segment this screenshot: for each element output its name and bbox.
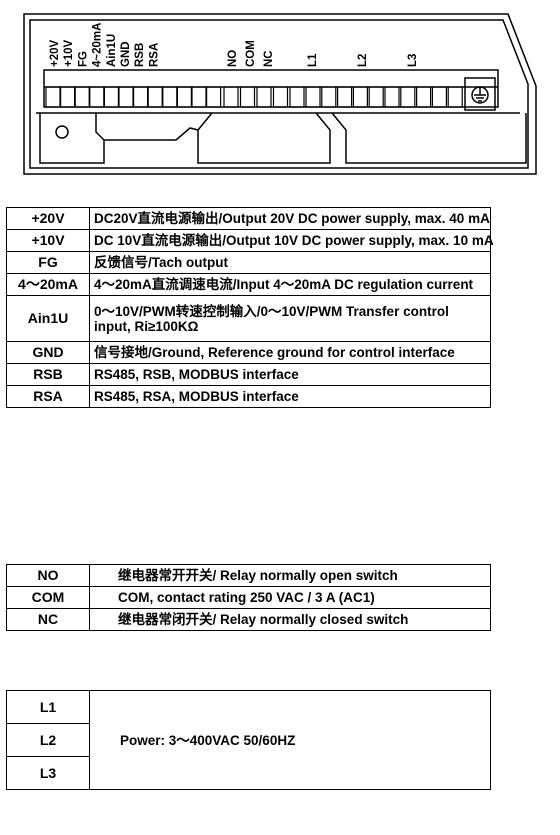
- terminal-label-7: RSA: [148, 43, 160, 67]
- relay-terminal-label-2: NC: [263, 50, 275, 67]
- terminal-label-0: +20V: [49, 39, 61, 67]
- terminal-slot: [89, 86, 105, 108]
- plug-module-left: [39, 113, 105, 164]
- terminal-label-4: Ain1U: [106, 34, 118, 67]
- terminal-description: DC20V直流电源输出/Output 20V DC power supply, …: [89, 207, 491, 230]
- terminal-description: RS485, RSA, MODBUS interface: [89, 385, 491, 408]
- terminal-description: 0～10V/PWM转速控制输入/0～10V/PWM Transfer contr…: [89, 295, 491, 342]
- terminal-label-1: +10V: [63, 39, 75, 67]
- terminal-name: L2: [6, 723, 90, 757]
- terminal-slot: [133, 86, 149, 108]
- power-terminal-slot: [416, 86, 432, 108]
- power-terminal-slot: [431, 86, 447, 108]
- power-terminal-label-1: L2: [357, 54, 369, 67]
- relay-terminal-slot: [223, 86, 239, 108]
- terminal-slot: [191, 86, 207, 108]
- table-row: L3: [6, 756, 491, 790]
- terminal-label-5: GND: [120, 41, 132, 67]
- terminal-name: RSB: [6, 363, 90, 386]
- terminal-description: DC 10V直流电源输出/Output 10V DC power supply,…: [89, 229, 494, 252]
- power-terminal-slot: [352, 86, 368, 108]
- terminal-slot: [176, 86, 192, 108]
- terminal-name: Ain1U: [6, 295, 90, 342]
- terminal-label-3: 4~20mA: [92, 23, 104, 67]
- power-terminal-slot: [305, 86, 321, 108]
- housing-outline: [23, 13, 537, 175]
- terminal-name: +10V: [6, 229, 90, 252]
- power-terminal-slot: [337, 86, 353, 108]
- mounting-hole: [55, 125, 69, 139]
- power-terminal-slot: [384, 86, 400, 108]
- terminal-name: NO: [6, 564, 90, 587]
- terminal-name: +20V: [6, 207, 90, 230]
- relay-terminal-slot: [239, 86, 256, 108]
- plug-module-middle: [197, 112, 331, 164]
- terminal-description: 4～20mA直流调速电流/Input 4～20mA DC regulation …: [89, 273, 491, 296]
- terminal-label-2: FG: [77, 51, 89, 67]
- terminal-slot: [45, 86, 61, 108]
- relay-terminal-slot: [256, 86, 272, 108]
- terminal-name: L3: [6, 756, 90, 790]
- terminal-slot: [118, 86, 134, 108]
- terminal-name: GND: [6, 341, 90, 364]
- terminal-description: COM, contact rating 250 VAC / 3 A (AC1): [89, 586, 491, 609]
- terminal-name: COM: [6, 586, 90, 609]
- relay-terminal-slot: [272, 86, 289, 108]
- terminal-slot: [147, 86, 163, 108]
- relay-terminal-slot: [289, 86, 305, 108]
- housing-inner-frame: [29, 19, 529, 169]
- terminal-name: FG: [6, 251, 90, 274]
- power-terminal-slot: [400, 86, 416, 108]
- terminal-label-6: RSB: [134, 43, 146, 67]
- terminal-slot: [59, 86, 76, 108]
- terminal-description: 反馈信号/Tach output: [89, 251, 491, 274]
- relay-terminal-label-1: COM: [245, 40, 257, 67]
- power-terminal-label-2: L3: [407, 54, 419, 67]
- terminal-name: L1: [6, 690, 90, 724]
- power-terminal-label-0: L1: [307, 53, 319, 67]
- terminal-description: 信号接地/Ground, Reference ground for contro…: [89, 341, 491, 364]
- terminal-name: RSA: [6, 385, 90, 408]
- plug-module-right: [331, 112, 527, 164]
- protective-earth-icon: [464, 77, 496, 111]
- power-terminal-slot: [368, 86, 384, 108]
- terminal-description: RS485, RSB, MODBUS interface: [89, 363, 491, 386]
- relay-terminal-label-0: NO: [227, 50, 239, 67]
- power-terminal-slot: [321, 86, 337, 108]
- terminal-name: 4～20mA: [6, 273, 90, 296]
- terminal-description: 继电器常开开关/ Relay normally open switch: [89, 564, 491, 587]
- terminal-slot: [74, 86, 90, 108]
- terminal-description: 继电器常闭开关/ Relay normally closed switch: [89, 608, 491, 631]
- terminal-name: NC: [6, 608, 90, 631]
- terminal-slot: [206, 86, 222, 108]
- terminal-slot: [162, 86, 178, 108]
- power-terminal-slot: [447, 86, 463, 108]
- terminal-slot: [103, 86, 120, 108]
- power-description: Power: 3～400VAC 50/60HZ: [89, 690, 491, 790]
